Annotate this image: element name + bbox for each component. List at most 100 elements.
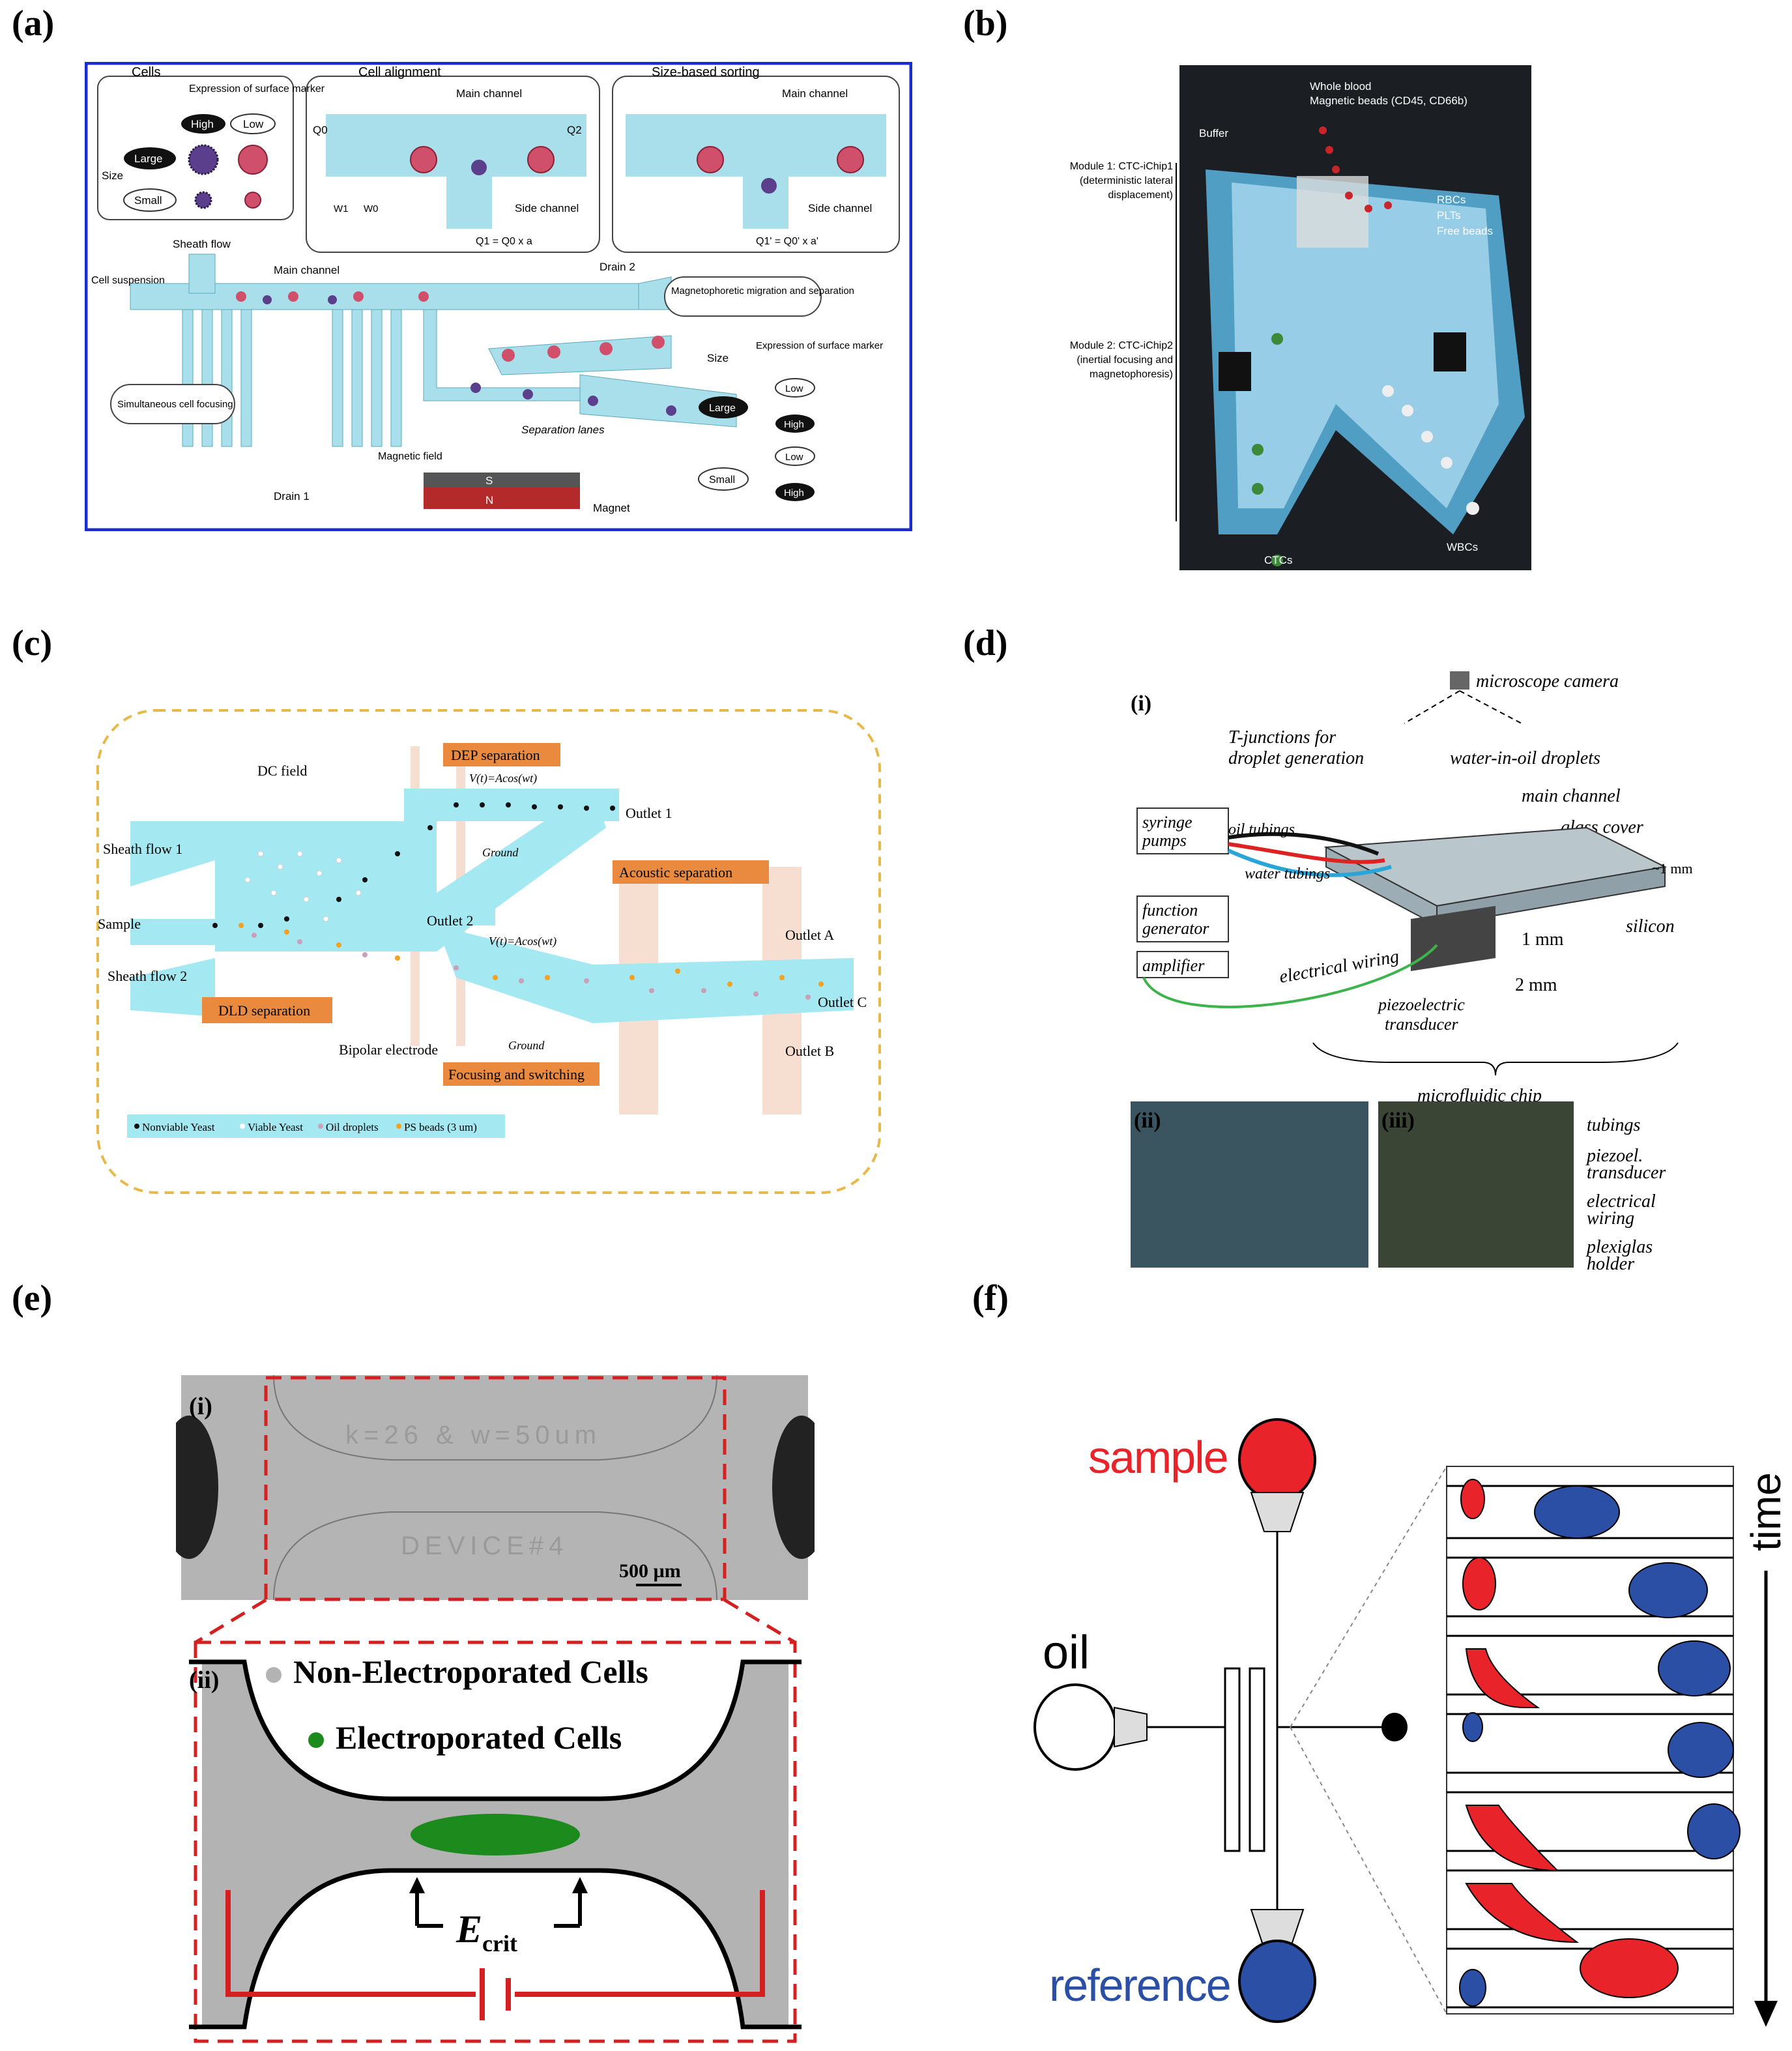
c-legend-3: PS beads (3 um) [404,1121,477,1133]
a-high-right-2: High [784,487,804,499]
e-ecrit: Ecrit [455,1908,517,1956]
e-non-electroporated: Non-Electroporated Cells [293,1653,648,1690]
a-large: Large [134,153,162,165]
c-focusing: Focusing and switching [448,1066,585,1083]
d-tubings: tubings [1587,1115,1641,1135]
d-plexiglas-1: plexiglas [1585,1237,1653,1257]
c-outletA: Outlet A [785,927,834,943]
d-oil-tubings: oil tubings [1228,821,1295,838]
a-w0: W0 [364,203,379,214]
f-time: time [1742,1472,1785,1551]
a-expression-title: Expression of surface marker [189,83,325,95]
d-water-tubings: water tubings [1245,865,1330,882]
c-sheath2: Sheath flow 2 [108,968,187,984]
d-dim2: 1 mm [1522,929,1564,950]
a-low-right-1: Low [785,383,803,394]
b-beads: Magnetic beads (CD45, CD66b) [1310,95,1467,107]
d-dim3: 2 mm [1515,975,1557,995]
e-scale: 500 µm [619,1560,681,1582]
a-q0: Q0 [313,124,328,136]
c-sheath1: Sheath flow 1 [103,841,182,857]
c-legend-2: Oil droplets [326,1121,379,1133]
panel-label-e: (e) [12,1278,53,1318]
panel-d-diagram: (i) microscope camera T-junctions for dr… [1131,671,1693,1271]
c-vt2: V(t)=Acos(wt) [489,935,556,948]
a-cells-title: Cells [132,65,160,80]
b-buffer: Buffer [1199,127,1228,139]
a-q2: Q2 [567,124,582,136]
d-iii: (iii) [1381,1109,1415,1133]
panel-label-d: (d) [963,623,1008,663]
a-sheath-flow: Sheath flow [173,238,231,250]
b-wbcs: WBCs [1447,541,1478,553]
panel-f-diagram: sample oil reference time [1033,1418,1785,2027]
a-magnet: Magnet [593,502,630,514]
a-simultaneous: Simultaneous cell focusing [117,399,233,410]
panel-label-b: (b) [963,3,1008,44]
a-size: Size [102,169,123,182]
d-plexiglas-2: holder [1587,1254,1634,1271]
d-piezo-1: piezoelectric [1377,995,1465,1014]
a-small-right: Small [709,474,735,486]
a-q1p: Q1' = Q0' x a' [756,236,818,247]
e-ecrit-main: E [455,1908,482,1951]
d-ewiring-2: wiring [1587,1208,1634,1229]
a-high: High [191,118,214,130]
d-i: (i) [1131,691,1151,716]
c-legend-1: Viable Yeast [248,1121,303,1133]
b-module1: Module 1: CTC-iChip1 (deterministic late… [1069,161,1173,201]
a-size-right: Size [707,352,729,364]
d-function-1: function [1142,901,1198,920]
e-engraving-2: DEVICE#4 [401,1532,568,1560]
d-ewiring-1: electrical [1587,1191,1656,1212]
a-drain1: Drain 1 [274,490,310,502]
d-function-2: generator [1142,919,1209,938]
a-main-channel-3: Main channel [274,264,340,276]
a-magnetic-field: Magnetic field [378,451,442,462]
c-ground2: Ground [508,1039,545,1052]
a-s: S [485,474,493,487]
d-silicon: silicon [1626,916,1675,937]
panel-c-diagram: DC field DEP separation V(t)=Acos(wt) Gr… [96,709,881,1194]
panel-label-c: (c) [12,623,53,663]
d-piezo-2: transducer [1385,1015,1459,1034]
c-dep: DEP separation [451,747,540,763]
a-main-channel-1: Main channel [456,87,522,100]
e-i: (i) [189,1393,212,1420]
d-piezoel-1: piezoel. [1585,1146,1643,1166]
a-cell-alignment: Cell alignment [358,65,441,80]
a-high-right-1: High [784,419,804,430]
c-outlet1: Outlet 1 [626,805,672,821]
c-ground1: Ground [482,846,519,859]
e-engraving-1: k=26 & w=50um [345,1421,601,1449]
panel-label-a: (a) [12,3,55,44]
d-tjunction-2: droplet generation [1228,748,1364,768]
b-whole-blood: Whole blood [1310,80,1372,93]
a-side-channel-1: Side channel [515,202,579,214]
a-n: N [485,494,493,506]
b-plts: PLTs [1437,209,1461,222]
a-w1: W1 [334,203,349,214]
d-syringe-2: pumps [1141,831,1187,850]
a-main-channel-2: Main channel [782,87,848,100]
f-oil: oil [1043,1627,1090,1679]
d-wiring: electrical wiring [1278,946,1400,987]
d-dim1: ~1 mm [1652,860,1693,877]
c-vt1: V(t)=Acos(wt) [469,772,537,785]
a-low: Low [243,118,264,130]
a-expression-right: Expression of surface marker [756,340,883,351]
d-camera: microscope camera [1476,671,1619,691]
f-reference: reference [1049,1960,1230,2011]
panel-b-diagram: Whole blood Magnetic beads (CD45, CD66b)… [1069,65,1531,570]
a-q1: Q1 = Q0 x a [476,236,532,247]
c-outlet2: Outlet 2 [427,912,474,929]
panel-e-diagram: (i) k=26 & w=50um DEVICE#4 500 µm (ii) N… [176,1375,815,2043]
panel-a-diagram: Cells Expression of surface marker High … [85,62,912,531]
b-free-beads: Free beads [1437,225,1493,237]
f-sample: sample [1088,1432,1228,1483]
e-ecrit-sub: crit [482,1930,517,1956]
c-bipolar: Bipolar electrode [339,1041,438,1058]
c-legend-0: Nonviable Yeast [142,1121,215,1133]
e-electroporated: Electroporated Cells [336,1719,622,1756]
c-outletC: Outlet C [818,994,867,1010]
